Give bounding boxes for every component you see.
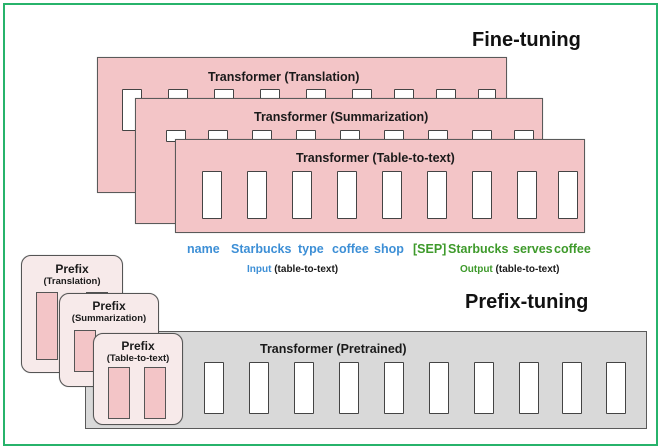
output-token: serves [513,242,553,256]
input-token: type [298,242,324,256]
token-slot [249,362,269,414]
output-token: Starbucks [448,242,509,256]
token-slot [294,362,314,414]
input-token: coffee [332,242,369,256]
prefix-subtitle: (Summarization) [71,313,147,324]
token-slot [429,362,449,414]
input-token: shop [374,242,404,256]
input-token: Starbucks [231,242,292,256]
prefix-title: Prefix [121,339,155,353]
token-slot [562,362,582,414]
token-slot [204,362,224,414]
output-token: coffee [554,242,591,256]
transformer-summarization-label: Transformer (Summarization) [254,110,429,124]
input-caption: Input (table-to-text) [247,264,338,275]
prefix-slot [144,367,166,419]
token-slot [384,362,404,414]
output-token: [SEP] [413,242,447,256]
token-slot [558,171,578,219]
transformer-table-to-text-box: Transformer (Table-to-text) [175,139,585,233]
prefix-tuning-heading: Prefix-tuning [465,291,589,313]
token-slot [202,171,222,219]
fine-tuning-heading: Fine-tuning [472,29,581,51]
token-slot [606,362,626,414]
token-slot [517,171,537,219]
prefix-slot [36,292,58,360]
transformer-pretrained-label: Transformer (Pretrained) [260,342,407,356]
prefix-subtitle: (Translation) [43,276,101,287]
prefix-title: Prefix [92,299,126,313]
prefix-table-to-text-card: Prefix (Table-to-text) [93,333,183,425]
transformer-table-to-text-label: Transformer (Table-to-text) [296,151,455,165]
diagram-frame: Fine-tuning Transformer (Translation) Tr… [3,3,658,446]
output-caption-word: Output [460,264,493,275]
token-slot [472,171,492,219]
prefix-subtitle: (Table-to-text) [106,353,170,364]
token-slot [337,171,357,219]
output-caption: Output (table-to-text) [460,264,559,275]
token-slot [247,171,267,219]
prefix-title: Prefix [55,262,89,276]
token-slot [339,362,359,414]
token-slot [474,362,494,414]
token-slot [427,171,447,219]
input-caption-word: Input [247,264,272,275]
prefix-slot [108,367,130,419]
output-caption-suffix: (table-to-text) [495,264,560,275]
token-slot [382,171,402,219]
transformer-translation-label: Transformer (Translation) [208,70,360,84]
token-slot [292,171,312,219]
token-slot [519,362,539,414]
input-token: name [187,242,220,256]
input-caption-suffix: (table-to-text) [274,264,339,275]
